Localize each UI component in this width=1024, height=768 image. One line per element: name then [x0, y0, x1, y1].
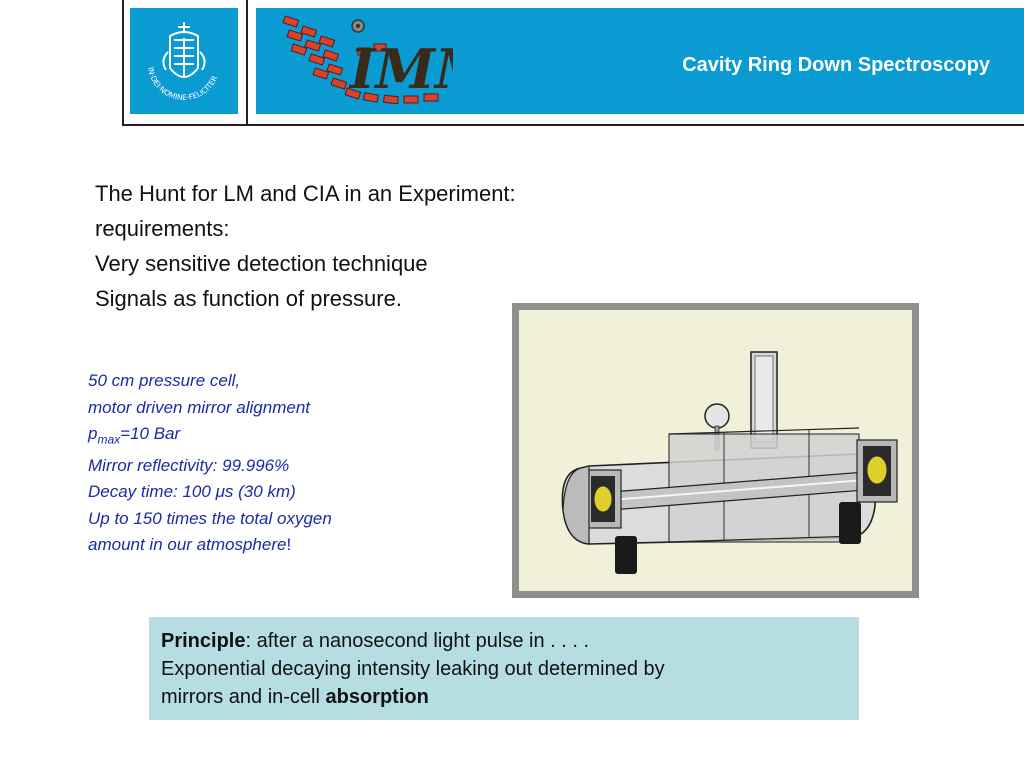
- slide-header: IN·DEI·NOMINE·FELICITER: [122, 0, 1024, 126]
- atmosphere-text: amount in our atmosphere: [88, 535, 287, 555]
- intro-line: The Hunt for LM and CIA in an Experiment…: [95, 181, 516, 206]
- intro-line: Signals as function of pressure.: [95, 286, 402, 311]
- pmax-subscript: max: [97, 432, 121, 447]
- spec-line: Up to 150 times the total oxygen: [88, 508, 332, 528]
- exclamation: !: [286, 535, 292, 555]
- figure-background: [519, 310, 912, 591]
- principle-text: mirrors and in-cell: [161, 686, 326, 708]
- principle-label: Principle: [161, 630, 246, 652]
- imm-logo-lettering: IMM: [348, 37, 453, 101]
- spec-line-pmax: pmax=10 Bar: [88, 421, 332, 453]
- imm-logo-icon: IMM: [282, 15, 453, 105]
- seal-lettering: IN·DEI·NOMINE·FELICITER: [146, 66, 219, 102]
- pressure-cell-drawing: [561, 351, 898, 574]
- spec-line: 50 cm pressure cell,: [88, 371, 241, 390]
- university-logo: IN·DEI·NOMINE·FELICITER: [130, 8, 238, 114]
- principle-line-1: Principle: after a nanosecond light puls…: [161, 627, 847, 655]
- pmax-symbol: p: [88, 424, 98, 443]
- pmax-value: =10 Bar: [120, 424, 181, 443]
- intro-text: The Hunt for LM and CIA in an Experiment…: [95, 176, 516, 316]
- principle-line-3: mirrors and in-cell absorption: [161, 683, 847, 711]
- university-seal-icon: IN·DEI·NOMINE·FELICITER: [146, 22, 219, 102]
- mu-symbol: μ: [215, 482, 225, 502]
- spec-line: Mirror reflectivity: 99.996%: [88, 455, 290, 475]
- principle-line-2: Exponential decaying intensity leaking o…: [161, 658, 665, 680]
- specs-list: 50 cm pressure cell, motor driven mirror…: [88, 368, 332, 559]
- spec-line-decay: Decay time: 100 μs (30 km): [88, 479, 332, 506]
- spec-line-atmosphere: amount in our atmosphere!: [88, 532, 332, 559]
- decay-text: Decay time: 100: [88, 482, 216, 502]
- spec-line: motor driven mirror alignment: [88, 397, 311, 417]
- absorption-text: absorption: [325, 686, 429, 708]
- intro-line: Very sensitive detection technique: [95, 251, 428, 276]
- principle-box: Principle: after a nanosecond light puls…: [149, 617, 859, 720]
- slide-title: Cavity Ring Down Spectroscopy: [682, 54, 990, 76]
- pressure-cell-figure: [512, 303, 919, 598]
- header-divider: [246, 0, 248, 124]
- principle-text: : after a nanosecond light pulse in . . …: [245, 630, 590, 652]
- header-banner: IMM Cavity Ring Down Spectroscopy: [256, 8, 1024, 114]
- decay-unit: s (30 km): [224, 482, 296, 502]
- intro-line: requirements:: [95, 216, 230, 241]
